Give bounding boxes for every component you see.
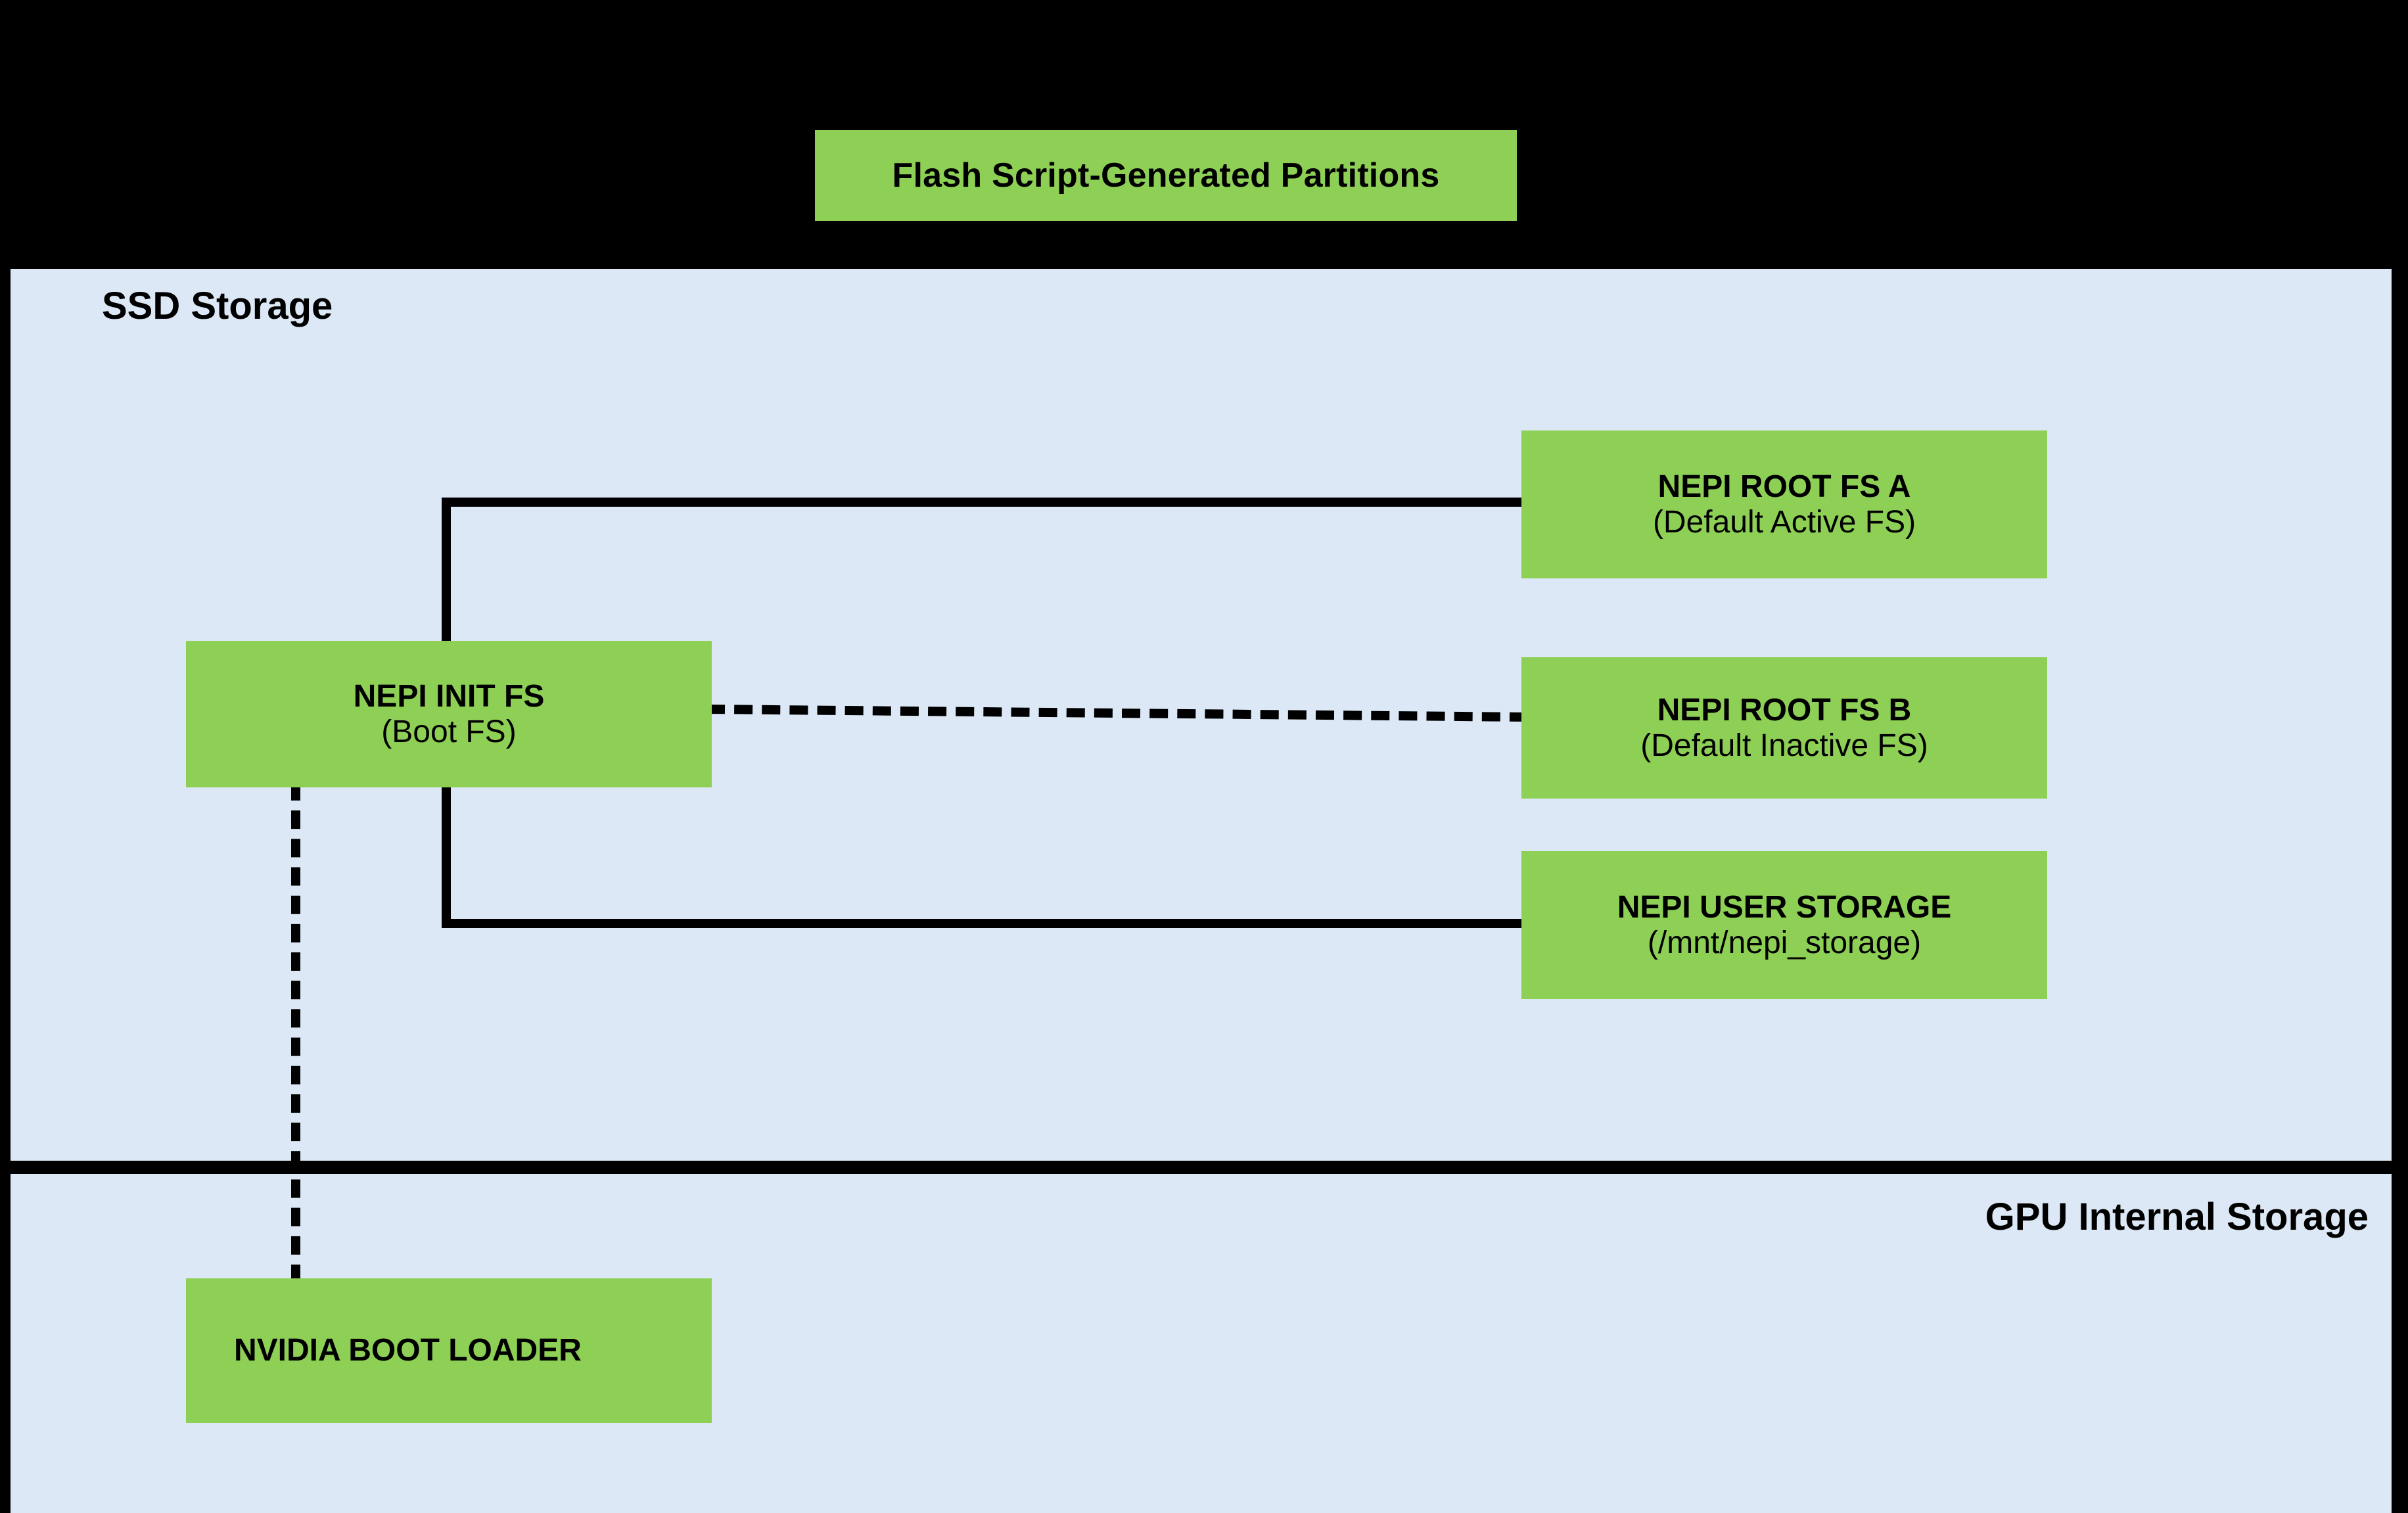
node-nepi-root-fs-a[interactable]: NEPI ROOT FS A (Default Active FS) xyxy=(1521,431,2047,578)
node-nepi-init-fs-title: NEPI INIT FS xyxy=(353,678,545,714)
node-nepi-root-fs-b[interactable]: NEPI ROOT FS B (Default Inactive FS) xyxy=(1521,657,2047,799)
node-nepi-init-fs-subtitle: (Boot FS) xyxy=(381,714,517,749)
node-nvidia-boot-loader-title: NVIDIA BOOT LOADER xyxy=(234,1333,582,1368)
node-nepi-root-fs-b-title: NEPI ROOT FS B xyxy=(1657,692,1912,728)
node-nepi-init-fs[interactable]: NEPI INIT FS (Boot FS) xyxy=(186,641,712,787)
connector-init-to-user-horizontal xyxy=(442,919,1529,928)
connector-init-to-root-a-horizontal xyxy=(442,498,1529,507)
node-nepi-user-storage-title: NEPI USER STORAGE xyxy=(1617,889,1952,925)
connector-init-to-boot-loader-dashed xyxy=(291,782,300,1283)
connector-init-to-user-vertical xyxy=(442,781,451,928)
panel-divider xyxy=(3,1161,2399,1174)
node-nepi-root-fs-b-subtitle: (Default Inactive FS) xyxy=(1640,728,1928,763)
node-nepi-root-fs-a-subtitle: (Default Active FS) xyxy=(1652,504,1916,540)
node-nvidia-boot-loader[interactable]: NVIDIA BOOT LOADER xyxy=(186,1278,712,1423)
node-nepi-user-storage-subtitle: (/mnt/nepi_storage) xyxy=(1647,925,1922,960)
header-banner: Flash Script-Generated Partitions xyxy=(815,130,1517,221)
node-nepi-root-fs-a-title: NEPI ROOT FS A xyxy=(1657,469,1911,504)
header-banner-label: Flash Script-Generated Partitions xyxy=(892,156,1440,195)
panel-title-ssd: SSD Storage xyxy=(102,285,333,327)
panel-title-gpu: GPU Internal Storage xyxy=(1985,1196,2369,1238)
node-nepi-user-storage[interactable]: NEPI USER STORAGE (/mnt/nepi_storage) xyxy=(1521,851,2047,999)
connector-init-to-root-a-vertical xyxy=(442,502,451,649)
